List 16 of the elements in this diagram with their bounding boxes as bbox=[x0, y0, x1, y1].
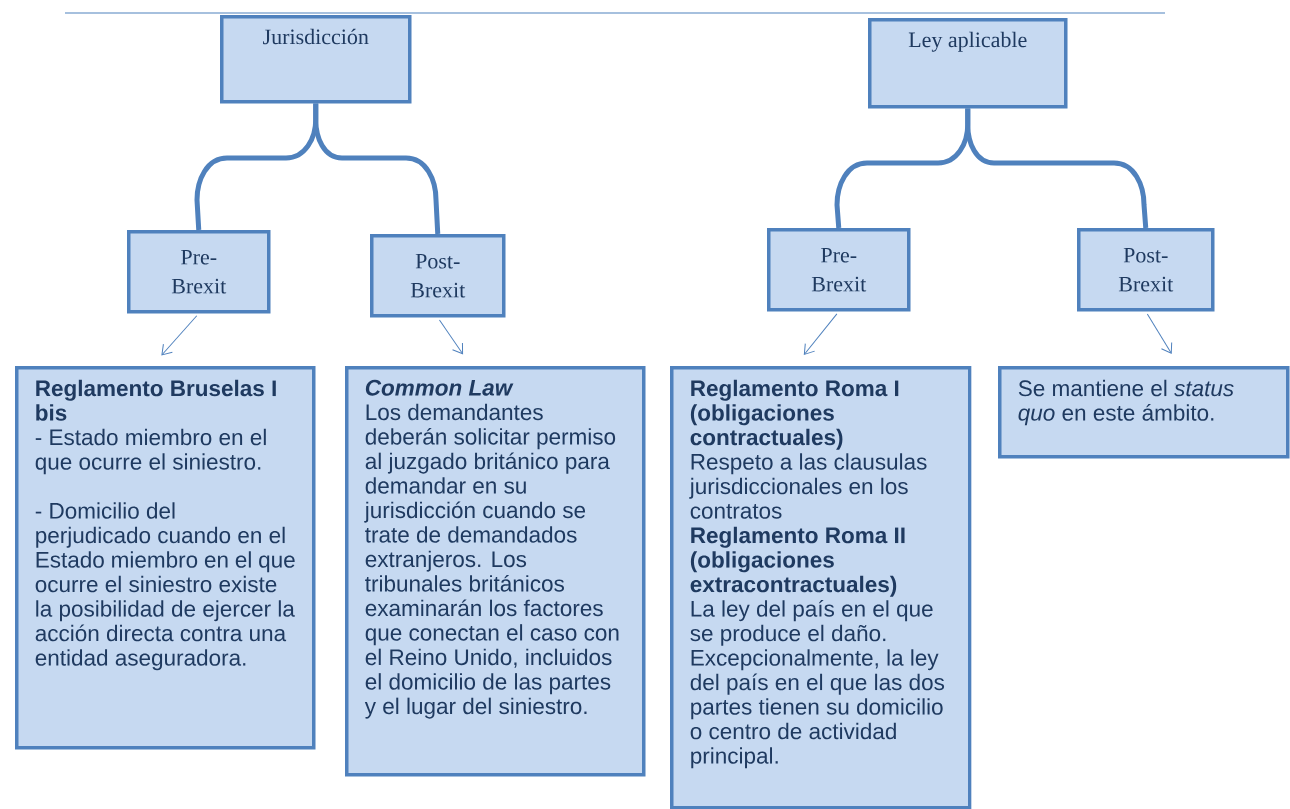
phase-box: Pre- Brexit bbox=[767, 228, 911, 312]
phase-box: Post- Brexit bbox=[370, 234, 506, 318]
text-box: Reglamento Bruselas I bis - Estado miembro en el que ocurre el siniestro. - Domicilio del perjudicado cuando en el Estado miembro en el que ocurre el siniestro existe la posibilidad de ejercer la acción directa contra una entidad aseguradora. bbox=[15, 366, 316, 750]
heading-box: Jurisdicción bbox=[220, 15, 412, 104]
heading-box: Ley aplicable bbox=[868, 18, 1068, 109]
arrow bbox=[803, 313, 838, 355]
arrow bbox=[161, 315, 198, 356]
text-box: Common Law Los demandantes deberán solicitar permiso al juzgado británico para demandar en su jurisdicción cuando se trate de demandados extranjeros. Los tribunales británicos examinarán los factores que conectan el caso con el Reino Unido, incluidos el domicilio de las partes y el lugar del siniestro. bbox=[345, 366, 646, 777]
brace bbox=[965, 108, 1149, 229]
text-box: Se mantiene el status quo en este ámbito. bbox=[998, 366, 1290, 459]
phase-box: Pre- Brexit bbox=[127, 230, 271, 314]
brace bbox=[313, 103, 441, 235]
phase-box: Post- Brexit bbox=[1077, 228, 1215, 312]
arrow bbox=[438, 319, 464, 355]
text-box: Reglamento Roma I (obligaciones contractuales) Respeto a las clausulas jurisdiccionales en los contratos Reglamento Roma II (obligaciones extracontractuales) La ley del país en el que se produce el daño. Excepcionalmente, la ley del país en el que las dos partes tienen su domicilio o centro de actividad principal. bbox=[670, 366, 972, 809]
arrow bbox=[1146, 313, 1173, 354]
